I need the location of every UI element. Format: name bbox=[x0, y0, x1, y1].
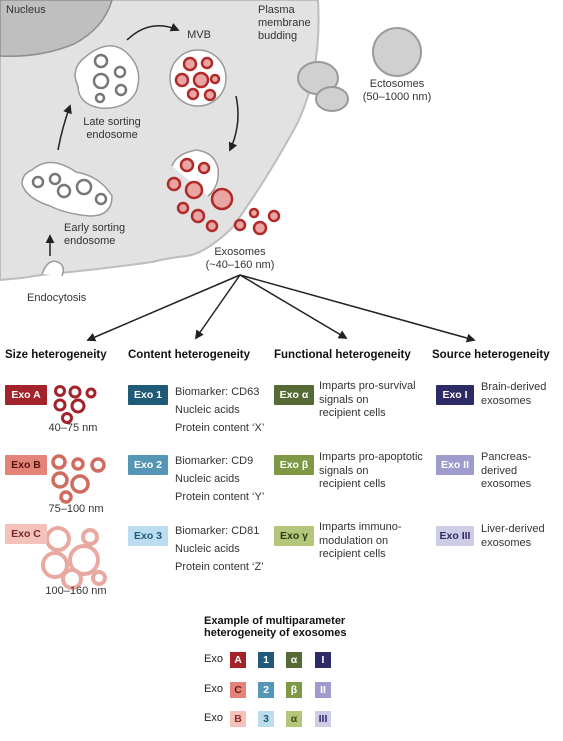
badge-exo-i: Exo I bbox=[436, 385, 474, 405]
endocytosis-label: Endocytosis bbox=[27, 292, 87, 304]
arrow-to-source bbox=[239, 274, 476, 343]
ectosomes-label: Ectosomes (50–1000 nm) bbox=[362, 78, 432, 103]
badge-exo-1: Exo 1 bbox=[128, 385, 168, 405]
source-desc-i: Brain-derived exosomes bbox=[481, 381, 547, 407]
heading-size: Size heterogeneity bbox=[5, 349, 107, 361]
early-endosome-label: Early sorting endosome bbox=[64, 222, 126, 247]
content-desc-2: Biomarker: CD9 Nucleic acids Protein con… bbox=[175, 455, 265, 503]
plasma-membrane-budding-label: Plasma membrane budding bbox=[258, 4, 311, 42]
example-row-prefix: Exo bbox=[204, 712, 223, 724]
budding-vesicle bbox=[315, 86, 349, 112]
badge-exo-alpha: Exo α bbox=[274, 385, 314, 405]
exo-b-vesicles bbox=[51, 454, 106, 504]
example-box: II bbox=[315, 682, 331, 698]
source-desc-iii: Liver-derived exosomes bbox=[481, 523, 545, 549]
exo-a-vesicles bbox=[53, 385, 97, 424]
badge-exo-ii: Exo II bbox=[436, 455, 474, 475]
functional-desc-beta: Imparts pro-apoptotic signals on recipie… bbox=[319, 451, 423, 490]
content-desc-1: Biomarker: CD63 Nucleic acids Protein co… bbox=[175, 386, 265, 434]
example-box: α bbox=[286, 711, 302, 727]
badge-exo-a: Exo A bbox=[5, 385, 47, 405]
example-row-prefix: Exo bbox=[204, 653, 223, 665]
exosomes-label: Exosomes (~40–160 nm) bbox=[205, 246, 275, 271]
arrow-to-content bbox=[194, 274, 241, 340]
late-endosome-label: Late sorting endosome bbox=[83, 116, 141, 141]
example-box: 3 bbox=[258, 711, 274, 727]
released-exosomes bbox=[166, 176, 281, 236]
example-box: 1 bbox=[258, 652, 274, 668]
nucleus-label: Nucleus bbox=[6, 4, 46, 16]
badge-exo-gamma: Exo γ bbox=[274, 526, 314, 546]
example-box: I bbox=[315, 652, 331, 668]
size-range-a: 40–75 nm bbox=[48, 422, 98, 434]
example-box: III bbox=[315, 711, 331, 727]
example-box: 2 bbox=[258, 682, 274, 698]
heading-functional: Functional heterogeneity bbox=[274, 349, 411, 361]
size-range-c: 100–160 nm bbox=[45, 585, 107, 597]
arrow-early-to-late bbox=[57, 104, 72, 151]
heading-source: Source heterogeneity bbox=[432, 349, 550, 361]
heading-content: Content heterogeneity bbox=[128, 349, 251, 361]
ectosome bbox=[372, 27, 422, 77]
content-desc-3: Biomarker: CD81 Nucleic acids Protein co… bbox=[175, 525, 264, 573]
endocytosis-pit bbox=[41, 260, 65, 277]
badge-exo-iii: Exo III bbox=[436, 526, 474, 546]
badge-exo-beta: Exo β bbox=[274, 455, 314, 475]
functional-desc-alpha: Imparts pro-survival signals on recipien… bbox=[319, 380, 416, 419]
example-box: A bbox=[230, 652, 246, 668]
exo-c-vesicles bbox=[41, 526, 107, 590]
example-box: C bbox=[230, 682, 246, 698]
badge-exo-3: Exo 3 bbox=[128, 526, 168, 546]
nucleus bbox=[0, 0, 113, 57]
example-row-prefix: Exo bbox=[204, 683, 223, 695]
badge-exo-c: Exo C bbox=[5, 524, 47, 544]
example-title: Example of multiparameter heterogeneity … bbox=[204, 615, 347, 639]
example-box: α bbox=[286, 652, 302, 668]
source-desc-ii: Pancreas- derived exosomes bbox=[481, 451, 532, 490]
badge-exo-2: Exo 2 bbox=[128, 455, 168, 475]
arrow-late-to-mvb bbox=[126, 23, 180, 41]
example-box: β bbox=[286, 682, 302, 698]
arrow-to-size bbox=[86, 274, 241, 342]
badge-exo-b: Exo B bbox=[5, 455, 47, 475]
functional-desc-gamma: Imparts immuno- modulation on recipient … bbox=[319, 521, 402, 560]
arrow-to-functional bbox=[239, 274, 348, 339]
example-box: B bbox=[230, 711, 246, 727]
size-range-b: 75–100 nm bbox=[48, 503, 104, 515]
arrow-mvb-to-exosomes bbox=[228, 95, 239, 152]
mvb-label: MVB bbox=[187, 29, 211, 41]
